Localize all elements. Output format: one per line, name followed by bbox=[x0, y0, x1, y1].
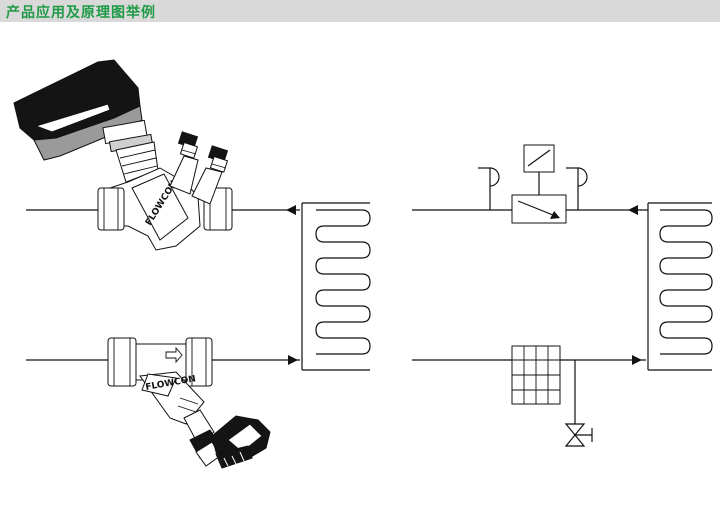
control-valve-symbol bbox=[511, 144, 567, 224]
coil-icon bbox=[301, 202, 371, 371]
strainer-valve: FLOWCON bbox=[107, 337, 271, 469]
coil-icon bbox=[647, 202, 713, 371]
flow-arrow-icon bbox=[165, 346, 183, 364]
drain-valve-icon bbox=[564, 360, 593, 447]
section-title: 产品应用及原理图举例 bbox=[6, 5, 156, 21]
drain-valve-icon bbox=[183, 409, 271, 469]
right-diagram bbox=[412, 144, 713, 447]
pressure-gauge-icon bbox=[566, 167, 588, 210]
actuator-icon bbox=[13, 59, 154, 161]
left-diagram: FLOWCON bbox=[13, 59, 371, 469]
strainer-icon bbox=[511, 345, 561, 405]
section-header: 产品应用及原理图举例 bbox=[0, 0, 720, 22]
flow-arrow-icon bbox=[632, 355, 642, 365]
flow-arrow-icon bbox=[288, 355, 298, 365]
flow-arrow-icon bbox=[286, 205, 296, 215]
actuator-icon bbox=[523, 144, 555, 173]
pressure-gauge-icon bbox=[478, 167, 500, 210]
test-port-icon bbox=[191, 145, 229, 205]
flow-arrow-icon bbox=[628, 205, 638, 215]
balancing-valve-with-actuator: FLOWCON bbox=[13, 59, 233, 251]
test-port-icon bbox=[169, 131, 199, 195]
